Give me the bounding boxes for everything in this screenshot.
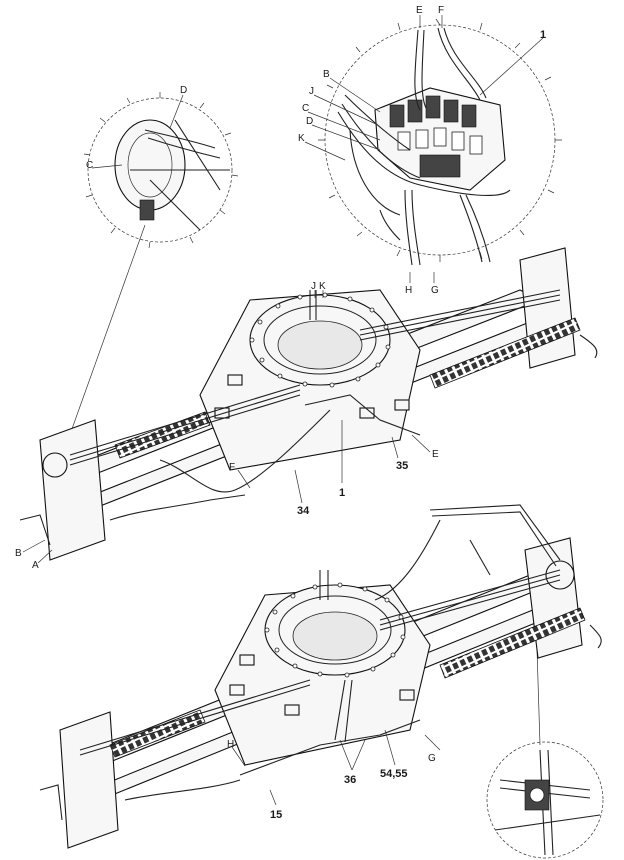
callout-36: 36 (344, 774, 356, 786)
lower-right-detail-view (486, 741, 604, 859)
callout-G-top: G (431, 285, 439, 296)
callout-H-lower: H (227, 739, 234, 750)
lower-left-end-frame (59, 711, 119, 849)
valve-detail-hoses (337, 27, 511, 266)
upper-cable-chain (429, 317, 581, 389)
callout-D-top: D (306, 116, 313, 127)
callout-1-top: 1 (540, 29, 546, 41)
callout-D-left: D (180, 85, 187, 96)
lower-ring-bolts (264, 582, 406, 678)
lower-hose-bundle (39, 504, 602, 821)
callout-34: 34 (297, 505, 310, 517)
callout-15: 15 (270, 809, 282, 821)
callout-35: 35 (396, 460, 408, 472)
callout-E-upper: E (432, 449, 439, 460)
lower-leaders (231, 729, 441, 806)
detail-circle-lower-right (486, 741, 604, 859)
lower-frame-assembly: H G 36 15 54,55 (39, 504, 602, 849)
upper-leaders (22, 290, 431, 564)
upper-left-end-frame (39, 419, 106, 561)
callout-F-top: F (438, 5, 444, 16)
upper-hose-bundle (19, 289, 598, 546)
detail-pointer-left (67, 224, 146, 441)
callout-B-top: B (323, 69, 330, 80)
callout-C-left: C (86, 160, 93, 171)
callout-54-55: 54,55 (380, 768, 408, 780)
callout-H-top: H (405, 285, 412, 296)
callout-J-top: J (309, 86, 314, 97)
cylinder-body (114, 119, 186, 211)
valve-detail-view: E F 1 B J C D K H G (298, 5, 562, 296)
callout-G-lower: G (428, 753, 436, 764)
cylinder-detail-hoses (130, 119, 230, 231)
callout-J-upper: J (311, 281, 316, 292)
callout-C-top: C (302, 103, 309, 114)
callout-K-upper: K (319, 281, 326, 292)
upper-frame-assembly: J K F 1 E 35 34 B A (15, 247, 598, 571)
callout-A-upper: A (32, 560, 39, 571)
detail-circle-left-serration (83, 92, 239, 249)
callout-1-upper: 1 (339, 487, 345, 499)
cylinder-detail-leaders (91, 94, 184, 169)
upper-ring-bolts (249, 292, 391, 388)
cylinder-bracket (139, 199, 155, 221)
callout-F-upper: F (229, 462, 235, 473)
lower-cable-chain (439, 607, 586, 679)
detail-circle-serration (318, 18, 562, 262)
callout-B-upper: B (15, 548, 22, 559)
callout-E-top: E (416, 5, 423, 16)
valve-block (374, 87, 506, 191)
callout-K-top: K (298, 133, 305, 144)
detail-circle-left (87, 97, 233, 243)
valve-detail-leaders (304, 15, 544, 283)
cylinder-detail-view: D C (83, 85, 239, 249)
